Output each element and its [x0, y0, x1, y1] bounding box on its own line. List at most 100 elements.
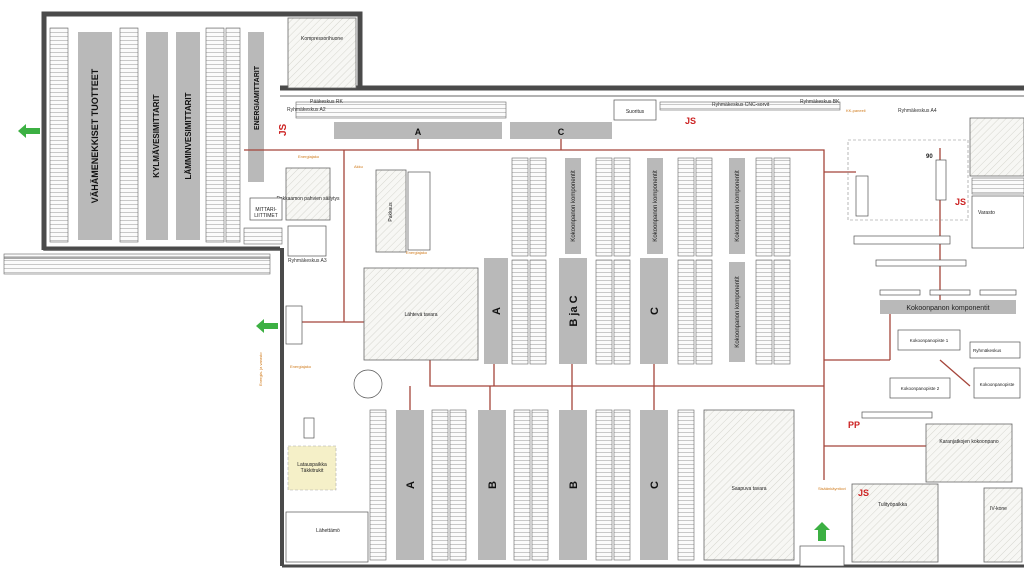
- bottom-racks: [369, 409, 695, 561]
- js-marker-4: JS: [858, 488, 869, 498]
- label-ryhmakeskus-a3: Ryhmäkeskus A3: [288, 258, 327, 264]
- varasto-room: [971, 195, 1024, 249]
- zone-mid-bc: B ja C: [568, 295, 580, 326]
- pakkaus-label: Pakkaus: [388, 202, 394, 222]
- round-tank: [353, 369, 383, 399]
- saapuva-tavara-area: [703, 409, 795, 561]
- rynkakuilu-label: Ryhmäkeskus: [973, 348, 1002, 353]
- stair: [243, 227, 283, 245]
- bar-bot-b1: [478, 410, 506, 560]
- js-marker-1: JS: [278, 123, 289, 136]
- bar-mid-bc: [559, 258, 587, 364]
- bar-bot-a: [396, 410, 424, 560]
- conveyor-right: [875, 259, 967, 267]
- lahettamo-label: Lähettämö: [316, 528, 340, 534]
- bar-mid-kok4: [729, 262, 745, 362]
- label-ryhmakeskus-bk: Ryhmäkeskus BK: [800, 99, 840, 105]
- zone-bot-c: C: [649, 481, 661, 489]
- assembly-line: [861, 411, 933, 419]
- top-conveyor: [295, 101, 507, 119]
- label-sisaankaynti: Sisäänkäyntiovi: [818, 486, 846, 491]
- right-wall-block: [969, 117, 1024, 177]
- saapuva-tavara-label: Saapuva tavara: [731, 486, 766, 492]
- label-energia-a-varasto: Energia- ja varasto: [258, 352, 263, 386]
- pakkaus-table-2: [407, 171, 431, 251]
- small-bar-3: [979, 289, 1017, 296]
- label-kok-1: Kokoonpanon komponentit: [571, 170, 577, 242]
- zone-bot-a: A: [405, 481, 417, 489]
- js-marker-2: JS: [685, 116, 696, 126]
- machine-2: [935, 159, 947, 201]
- kokoonpanon-komponentit-bar: [880, 300, 1016, 314]
- varasto-label: Varasto: [978, 210, 995, 216]
- label-kk-paneeli: KK-paneeli: [846, 108, 866, 113]
- exit-arrow-left-mid: [256, 319, 278, 333]
- label-kok-3: Kokoonpanon komponentit: [735, 170, 741, 242]
- bar-top-a: [334, 122, 502, 139]
- zone-top-c: C: [558, 127, 565, 137]
- bar-mid-c: [640, 258, 668, 364]
- entrance-door: [799, 545, 845, 567]
- iv-kone-area: [983, 487, 1023, 563]
- bar-mid-kok1: [565, 158, 581, 254]
- tulityopaikka-label: Tulityöpaikka: [878, 502, 907, 508]
- label-kok-2: Kokoonpanon komponentit: [653, 170, 659, 242]
- machine-1: [855, 175, 869, 217]
- right-stair: [971, 177, 1024, 195]
- zone-mid-c: C: [649, 307, 661, 315]
- kokoonpanopiste-label: Kokoonpanopiste: [980, 382, 1015, 387]
- kokoonpanopiste-box: [973, 367, 1021, 399]
- label-ryhmakeskus-a4: Ryhmäkeskus A4: [898, 108, 937, 114]
- bar-bot-c: [640, 410, 668, 560]
- kokoonpanopiste-1-label: Kokoonpanopiste 1: [910, 338, 949, 343]
- exit-arrow-left-top: [18, 124, 40, 138]
- bar-bot-b2: [559, 410, 587, 560]
- label-energia-2: Energiajako: [406, 250, 428, 255]
- label-ryhmakeskus-a2: Ryhmäkeskus A2: [287, 107, 326, 113]
- bar-top-c: [510, 122, 612, 139]
- iv-kone-label: IV-kone: [990, 506, 1007, 512]
- suoritus-label: Suoritus: [626, 109, 645, 115]
- kokoonpanopiste-1-box: [897, 329, 961, 351]
- lahettamo-room: [285, 511, 369, 563]
- label-kylmavesi: KYLMÄVESIMITTARIT: [152, 94, 161, 178]
- walkway-bridge: [3, 253, 271, 275]
- js-marker-3: JS: [955, 197, 966, 207]
- tulityopaikka-area: [851, 483, 939, 563]
- karanjatkojen-label: Karanjatkojen kokoonpano: [939, 439, 998, 445]
- label-ryhmakeskus-cnc: Ryhmäkeskus CNC-sorvit: [712, 102, 770, 108]
- label-energia-3: Energiajako: [290, 364, 312, 369]
- zone-bot-b1: B: [487, 481, 499, 489]
- label-akku: Akku: [354, 164, 363, 169]
- kompressorihuone-label: Kompressorihuone: [301, 36, 343, 42]
- pakkaus-table: [375, 169, 407, 253]
- label-paakeskus: Pääkeskus RK: [310, 99, 343, 105]
- bar-mid-kok2: [647, 158, 663, 254]
- zone-mid-a: A: [491, 307, 503, 315]
- lahteva-tavara-label: Lähtevä tavara: [404, 312, 437, 318]
- suoritus-box: [613, 99, 657, 121]
- exit-arrow-bottom: [814, 522, 830, 541]
- label-energia: ENERGIAMITTARIT: [254, 65, 261, 130]
- zone-top-a: A: [415, 127, 422, 137]
- left-warehouse-wall: [41, 11, 363, 250]
- label-ninety: 90: [926, 154, 933, 160]
- mittari-label: MITTARI-LIITTIMET: [254, 207, 278, 219]
- kokoonpanopiste-2-box: [889, 377, 951, 399]
- lahteva-tavara-area: [363, 267, 479, 361]
- dock-strip: [285, 305, 303, 345]
- workbench-dashed: [847, 139, 969, 221]
- pakkaamon-box: [285, 167, 331, 221]
- label-kok-4: Kokoonpanon komponentit: [735, 276, 741, 348]
- bar-mid-a: [484, 258, 508, 364]
- kompressorihuone-room: [287, 17, 357, 89]
- bench-line: [853, 235, 951, 245]
- rynkakuilu-box: [969, 341, 1021, 359]
- label-energia-1: Energiajako: [298, 154, 320, 159]
- zone-bot-b2: B: [568, 481, 580, 489]
- top-conveyor-2: [659, 101, 841, 111]
- kokoonpanopiste-2-label: Kokoonpanopiste 2: [901, 386, 940, 391]
- mittari-box: [249, 197, 283, 221]
